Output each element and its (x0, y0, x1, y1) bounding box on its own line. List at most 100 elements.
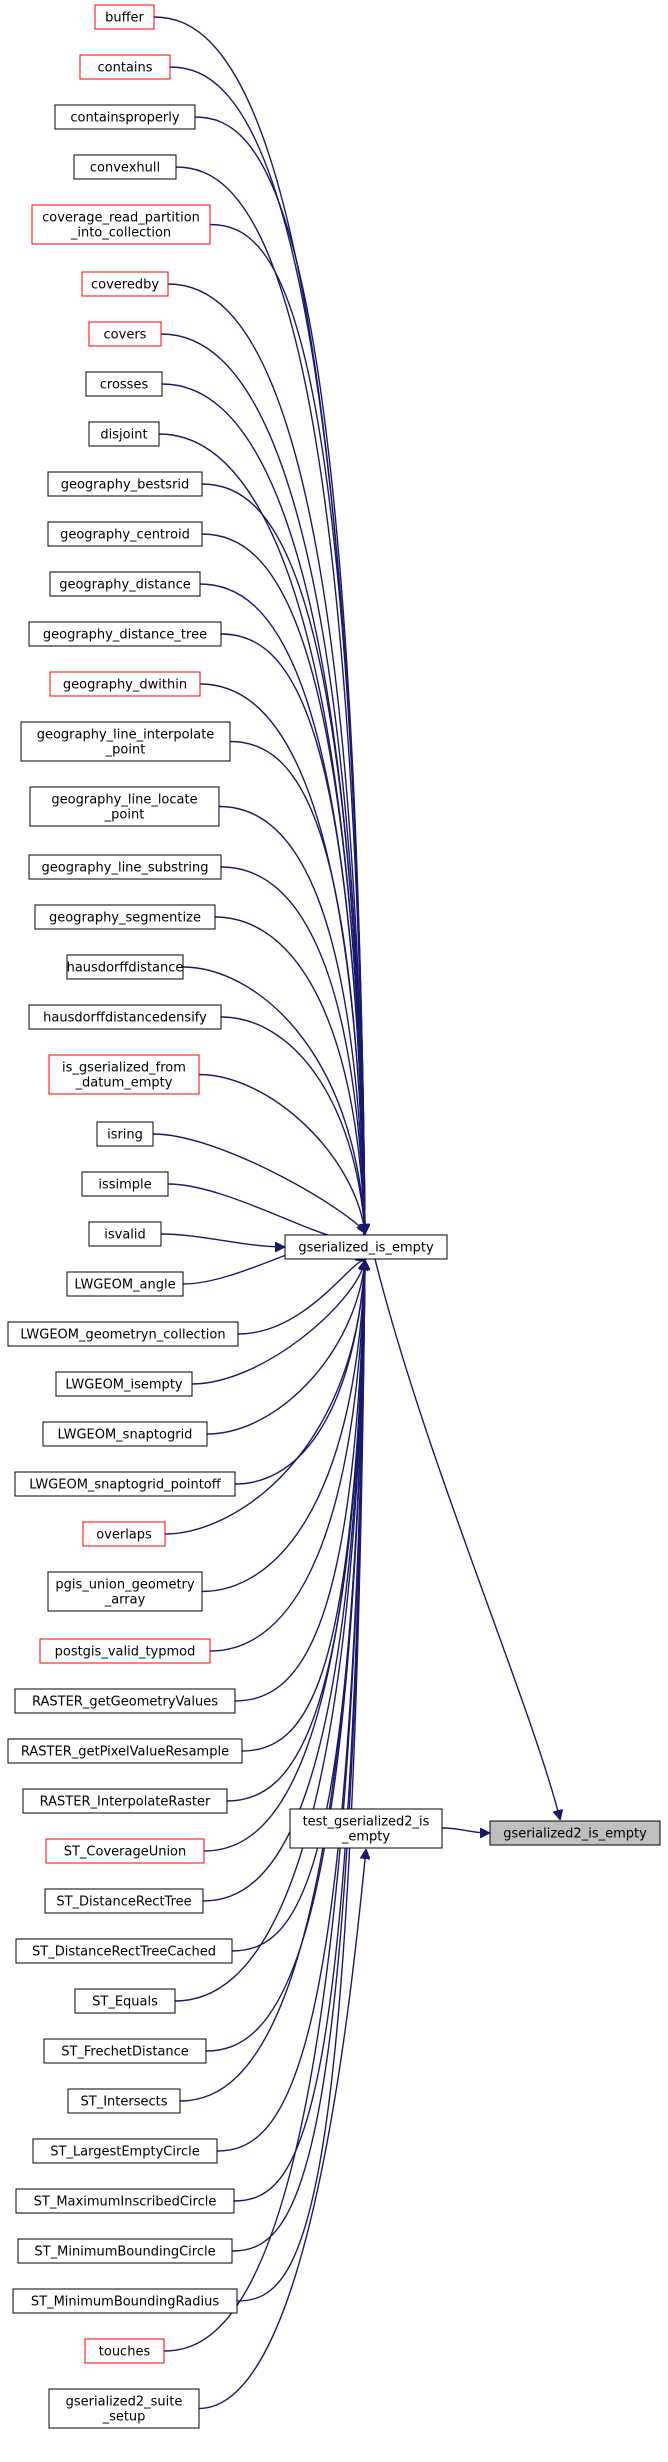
node-is-gserialized-from-datum-empty[interactable]: is_gserialized_from_datum_empty (48, 1054, 200, 1095)
node-st-distancerecttree[interactable]: ST_DistanceRectTree (44, 1888, 204, 1914)
edge-lwgeom-isempty-to-hub (191, 1261, 365, 1385)
node-lwgeom-snaptogrid[interactable]: LWGEOM_snaptogrid (42, 1421, 208, 1447)
node-containsproperly[interactable]: containsproperly (54, 104, 196, 130)
node-geography-distance-tree-box (28, 621, 222, 647)
node-issimple[interactable]: issimple (81, 1171, 169, 1197)
node-isring-box (96, 1121, 154, 1147)
edge-st-coverageunion-to-hub (203, 1261, 365, 1852)
node-gserialized2-suite-setup[interactable]: gserialized2_suite_setup (48, 2388, 200, 2429)
node-buffer-label: buffer (105, 11, 144, 26)
node-hausdorffdistancedensify[interactable]: hausdorffdistancedensify (28, 1004, 222, 1030)
node-raster-getpixelvalueresample[interactable]: RASTER_getPixelValueResample (7, 1738, 243, 1764)
node-st-intersects[interactable]: ST_Intersects (67, 2088, 181, 2114)
edge-middle-to-target (441, 1827, 489, 1833)
node-raster-interpolateraster-label: RASTER_InterpolateRaster (40, 1795, 211, 1810)
edge-lwgeom-geometryn-collection-to-hub (237, 1261, 365, 1335)
edge-suite-to-middle (198, 1850, 366, 2410)
node-touches-box (84, 2338, 165, 2364)
node-postgis-valid-typmod[interactable]: postgis_valid_typmod (39, 1638, 211, 1664)
node-geography-line-locate-point[interactable]: geography_line_locate_point (29, 786, 220, 827)
node-geography-bestsrid[interactable]: geography_bestsrid (47, 471, 203, 497)
node-st-frechetdistance-box (43, 2038, 207, 2064)
node-lwgeom-angle[interactable]: LWGEOM_angle (66, 1271, 184, 1297)
node-geography-segmentize[interactable]: geography_segmentize (34, 904, 216, 930)
node-lwgeom-geometryn-collection[interactable]: LWGEOM_geometryn_collection (7, 1321, 239, 1347)
edge-hub-to-target (374, 1258, 560, 1819)
node-st-coverageunion[interactable]: ST_CoverageUnion (45, 1838, 205, 1864)
node-geography-bestsrid-label: geography_bestsrid (61, 478, 190, 493)
node-geography-distance[interactable]: geography_distance (49, 571, 201, 597)
edge-geography-line-interpolate-point-to-hub (229, 740, 365, 1234)
node-convexhull[interactable]: convexhull (73, 154, 177, 180)
node-st-equals[interactable]: ST_Equals (74, 1988, 176, 2014)
edge-st-intersects-to-hub (179, 1261, 365, 2102)
node-geography-line-substring[interactable]: geography_line_substring (28, 854, 222, 880)
node-buffer[interactable]: buffer (94, 4, 155, 30)
node-st-minimumboundingcircle-label: ST_MinimumBoundingCircle (34, 2245, 215, 2260)
node-crosses-box (85, 371, 163, 397)
node-geography-line-locate-point-box (29, 786, 220, 827)
node-pgis-union-geometry-array[interactable]: pgis_union_geometry_array (47, 1571, 203, 1612)
node-raster-interpolateraster[interactable]: RASTER_InterpolateRaster (22, 1788, 228, 1814)
node-contains[interactable]: contains (79, 54, 171, 80)
node-buffer-box (94, 4, 155, 30)
node-overlaps[interactable]: overlaps (82, 1521, 166, 1547)
node-isring-label: isring (107, 1128, 143, 1143)
node-gserialized2-is-empty[interactable]: gserialized2_is_empty (489, 1820, 661, 1846)
edge-lwgeom-snaptogrid-pointoff-to-hub (234, 1261, 365, 1485)
node-st-largestemptycircle[interactable]: ST_LargestEmptyCircle (32, 2138, 218, 2164)
node-raster-getgeometryvalues[interactable]: RASTER_getGeometryValues (14, 1688, 236, 1714)
node-geography-centroid[interactable]: geography_centroid (47, 521, 203, 547)
node-st-frechetdistance[interactable]: ST_FrechetDistance (43, 2038, 207, 2064)
node-geography-dwithin[interactable]: geography_dwithin (49, 671, 201, 697)
edge-st-equals-to-hub (174, 1261, 365, 2002)
node-st-minimumboundingcircle[interactable]: ST_MinimumBoundingCircle (17, 2238, 233, 2264)
node-isvalid[interactable]: isvalid (88, 1221, 162, 1247)
edge-geography-distance-tree-to-hub (220, 633, 365, 1233)
node-raster-getpixelvalueresample-label: RASTER_getPixelValueResample (21, 1745, 229, 1760)
edge-coveredby-to-hub (167, 283, 365, 1233)
node-st-coverageunion-box (45, 1838, 205, 1864)
nodes-layer: buffer contains containsproperly convexhull… (7, 4, 661, 2429)
node-st-maximuminscribedcircle[interactable]: ST_MaximumInscribedCircle (15, 2188, 235, 2214)
node-st-distancerecttreecached[interactable]: ST_DistanceRectTreeCached (15, 1938, 233, 1964)
node-geography-line-interpolate-point[interactable]: geography_line_interpolate_point (20, 721, 231, 762)
node-containsproperly-box (54, 104, 196, 130)
node-coveredby[interactable]: coveredby (81, 271, 169, 297)
node-isring[interactable]: isring (96, 1121, 154, 1147)
node-st-intersects-label: ST_Intersects (81, 2095, 168, 2110)
node-hausdorffdistance[interactable]: hausdorffdistance (66, 954, 184, 980)
node-st-minimumboundingradius-label: ST_MinimumBoundingRadius (31, 2295, 219, 2310)
edge-geography-line-substring-to-hub (220, 866, 365, 1233)
node-test-gserialized2-is-empty[interactable]: test_gserialized2_is_empty (289, 1808, 443, 1849)
node-disjoint[interactable]: disjoint (88, 421, 160, 447)
node-pgis-union-geometry-array-label: _array (104, 1593, 146, 1608)
node-geography-line-interpolate-point-label: _point (105, 743, 146, 758)
node-st-minimumboundingradius-box (12, 2288, 238, 2314)
node-lwgeom-snaptogrid-pointoff[interactable]: LWGEOM_snaptogrid_pointoff (14, 1471, 236, 1497)
edge-st-minimumboundingcircle-to-hub (231, 1261, 365, 2252)
node-crosses[interactable]: crosses (85, 371, 163, 397)
node-geography-dwithin-label: geography_dwithin (63, 678, 187, 693)
node-st-minimumboundingradius[interactable]: ST_MinimumBoundingRadius (12, 2288, 238, 2314)
node-gserialized2-suite-setup-box (48, 2388, 200, 2429)
node-lwgeom-isempty[interactable]: LWGEOM_isempty (55, 1371, 193, 1397)
node-touches[interactable]: touches (84, 2338, 165, 2364)
node-coverage-read-partition-into-collection-box (31, 204, 211, 245)
node-geography-line-substring-box (28, 854, 222, 880)
node-gserialized2-is-empty-box (489, 1820, 661, 1846)
node-gserialized-is-empty[interactable]: gserialized_is_empty (284, 1234, 448, 1260)
node-raster-getgeometryvalues-box (14, 1688, 236, 1714)
node-covers[interactable]: covers (88, 321, 162, 347)
node-postgis-valid-typmod-box (39, 1638, 211, 1664)
node-lwgeom-angle-box (66, 1271, 184, 1297)
edge-geography-centroid-to-hub (201, 533, 365, 1233)
node-coverage-read-partition-into-collection[interactable]: coverage_read_partition_into_collection (31, 204, 211, 245)
edge-lwgeom-snaptogrid-to-hub (206, 1261, 365, 1435)
edge-hausdorffdistancedensify-to-hub (220, 1016, 365, 1233)
node-lwgeom-isempty-label: LWGEOM_isempty (65, 1378, 183, 1393)
node-geography-distance-tree[interactable]: geography_distance_tree (28, 621, 222, 647)
node-pgis-union-geometry-array-label: pgis_union_geometry (55, 1578, 194, 1593)
node-gserialized2-is-empty-label: gserialized2_is_empty (503, 1827, 647, 1842)
node-coveredby-label: coveredby (91, 278, 159, 293)
